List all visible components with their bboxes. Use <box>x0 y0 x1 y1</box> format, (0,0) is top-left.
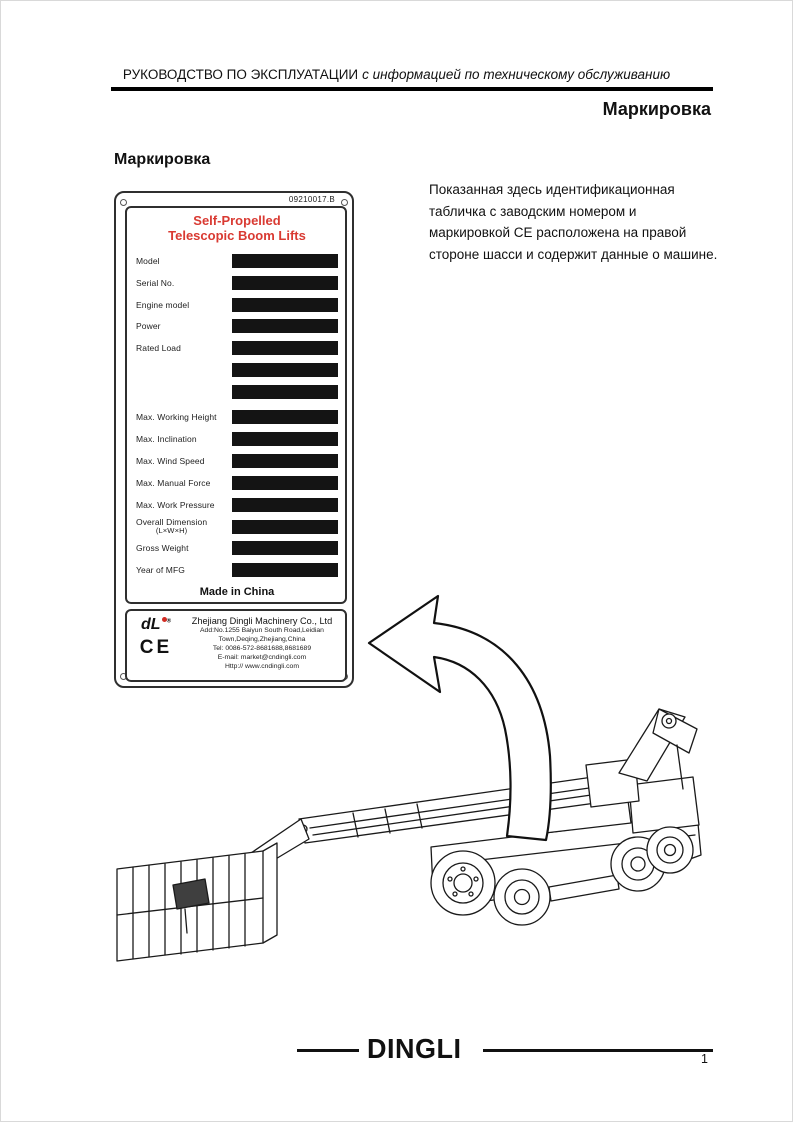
field-value-box <box>232 363 338 378</box>
field-label: Year of MFG <box>136 565 185 576</box>
plate-title-line2: Telescopic Boom Lifts <box>168 227 306 243</box>
made-in-label: Made in China <box>199 586 275 599</box>
platform-basket-drawing <box>116 842 278 962</box>
plate-field-row: Max. Wind Speed <box>136 450 338 472</box>
plate-field-row: Serial No. <box>136 272 338 294</box>
page-number: 1 <box>701 1052 708 1066</box>
company-email: E-mail: market@cndingli.com <box>217 654 307 662</box>
field-label: Rated Load <box>136 343 181 354</box>
plate-field-row <box>136 359 338 381</box>
pointer-arrow-icon <box>367 594 552 842</box>
field-value-box <box>232 253 338 268</box>
field-value-box <box>232 275 338 290</box>
field-value-box <box>232 497 338 512</box>
plate-doc-number: 09210017.B <box>288 195 335 204</box>
field-label: Power <box>136 321 161 332</box>
field-label: Gross Weight <box>136 543 189 554</box>
manual-subtitle-text: с информацией по техническому обслуживан… <box>362 67 671 82</box>
plate-field-row: Overall Dimension (L×W×H) <box>136 516 338 538</box>
plate-title-line1: Self-Propelled <box>193 213 281 228</box>
field-label: Engine model <box>136 299 190 310</box>
field-label: Max. Manual Force <box>136 477 211 488</box>
plate-field-row: Year of MFG <box>136 559 338 581</box>
plate-field-row: Max. Inclination <box>136 428 338 450</box>
company-name: Zhejiang Dingli Machinery Co., Ltd <box>191 616 333 626</box>
plate-title: Self-Propelled Telescopic Boom Lifts <box>136 213 338 244</box>
field-label: Max. Wind Speed <box>136 455 205 466</box>
header-section-title: Маркировка <box>602 99 711 119</box>
footer-rule-left <box>297 1049 359 1052</box>
plate-field-row: Power <box>136 316 338 338</box>
plate-field-row: Gross Weight <box>136 537 338 559</box>
page-section-heading: Маркировка <box>114 151 211 168</box>
registered-mark-icon: ® <box>166 618 171 625</box>
field-label: Overall Dimension (L×W×H) <box>136 517 208 535</box>
field-value-box <box>232 431 338 446</box>
header-rule <box>111 87 713 91</box>
field-value-box <box>232 319 338 334</box>
screw-hole-icon <box>341 199 348 206</box>
field-value-box <box>232 475 338 490</box>
logo-red-dot-icon <box>161 617 167 622</box>
plate-company-panel: dL® CE Zhejiang Dingli Machinery Co., Lt… <box>125 609 347 682</box>
field-value-box <box>232 410 338 425</box>
field-value-box <box>232 519 338 534</box>
dingli-logo-icon: dL® <box>141 616 171 633</box>
ce-mark-icon: CE <box>139 637 173 658</box>
plate-field-row: Max. Work Pressure <box>136 494 338 516</box>
company-address-line2: Town,Deqing,Zhejiang,China <box>218 636 306 644</box>
plate-field-row: Max. Working Height <box>136 406 338 428</box>
plate-field-row: Model <box>136 250 338 272</box>
field-label: Serial No. <box>136 277 175 288</box>
description-paragraph: Показанная здесь идентификационная табли… <box>429 182 718 262</box>
field-value-box <box>232 341 338 356</box>
dingli-footer-logo: DINGLI <box>367 1033 462 1065</box>
identification-nameplate: 09210017.B Self-Propelled Telescopic Boo… <box>114 191 354 688</box>
wheel-icon <box>430 826 694 926</box>
machine-illustration <box>116 594 702 962</box>
field-label: Max. Work Pressure <box>136 499 215 510</box>
field-value-box <box>232 563 338 578</box>
field-label: Max. Inclination <box>136 433 197 444</box>
field-label: Model <box>136 255 160 266</box>
company-website: Http:// www.cndingli.com <box>224 663 300 671</box>
plate-field-row <box>136 381 338 403</box>
plate-main-panel: Self-Propelled Telescopic Boom Lifts Mod… <box>125 206 347 604</box>
field-value-box <box>232 541 338 556</box>
footer-rule-right <box>483 1049 713 1052</box>
company-info: Zhejiang Dingli Machinery Co., Ltd Add:N… <box>182 614 342 680</box>
plate-fields: Model Serial No. Engine model Power Rate… <box>136 250 338 581</box>
plate-field-row: Engine model <box>136 294 338 316</box>
field-label: Max. Working Height <box>136 412 217 423</box>
plate-logos: dL® CE <box>130 614 182 680</box>
company-tel: Tel: 0086-572-8681688,8681689 <box>212 645 312 653</box>
field-value-box <box>232 297 338 312</box>
manual-title-text: РУКОВОДСТВО ПО ЭКСПЛУАТАЦИИ <box>122 67 359 82</box>
company-address-line1: Add:No.1255 Baiyun South Road,Leidian <box>200 627 324 635</box>
field-value-box <box>232 453 338 468</box>
screw-hole-icon <box>120 199 127 206</box>
plate-field-row: Rated Load <box>136 337 338 359</box>
field-value-box <box>232 385 338 400</box>
plate-field-row: Max. Manual Force <box>136 472 338 494</box>
